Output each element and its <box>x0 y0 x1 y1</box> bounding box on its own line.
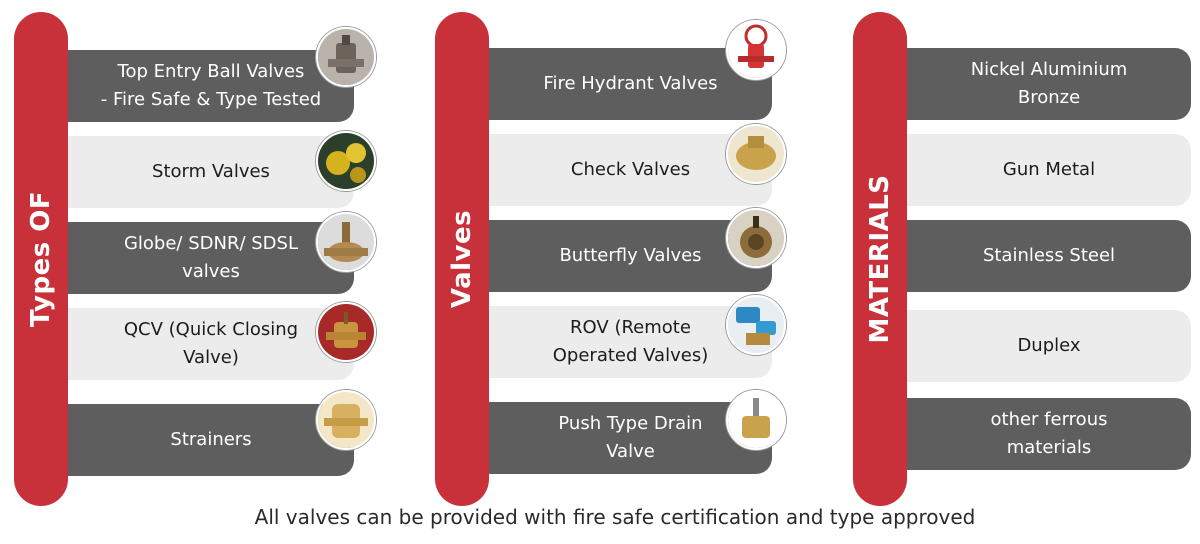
card-label: Gun Metal <box>1002 159 1096 180</box>
card-label: Butterfly Valves <box>559 245 702 266</box>
card-rov: ROV (Remote Operated Valves) <box>489 306 772 378</box>
pill-materials: MATERIALS <box>853 12 907 506</box>
card-globe-valves: Globe/ SDNR/ SDSL valves <box>68 222 354 294</box>
card-label: Strainers <box>170 429 252 450</box>
check-valve-photo-icon <box>726 124 786 184</box>
card-qcv: QCV (Quick Closing Valve) <box>68 308 354 380</box>
butterfly-valve-photo-icon <box>726 208 786 268</box>
pill-valves: Valves <box>435 12 489 506</box>
card-label: Duplex <box>1017 335 1081 356</box>
card-label: other ferrous materials <box>990 409 1108 458</box>
footer-note: All valves can be provided with fire saf… <box>254 505 976 529</box>
card-storm-valves: Storm Valves <box>68 136 354 208</box>
card-fire-hydrant-valves: Fire Hydrant Valves <box>489 48 772 120</box>
card-check-valves: Check Valves <box>489 134 772 206</box>
strainer-photo-icon <box>316 390 376 450</box>
storm-valve-photo-icon <box>316 131 376 191</box>
push-type-drain-valve-photo-icon <box>726 390 786 450</box>
card-label: Nickel Aluminium Bronze <box>970 59 1128 108</box>
card-nickel-aluminium-bronze: Nickel Aluminium Bronze <box>907 48 1191 120</box>
card-label: QCV (Quick Closing Valve) <box>123 319 299 368</box>
card-label: Fire Hydrant Valves <box>543 73 718 94</box>
card-label: Globe/ SDNR/ SDSL valves <box>123 233 299 282</box>
card-push-type-drain-valve: Push Type Drain Valve <box>489 402 772 474</box>
card-label: Storm Valves <box>152 161 270 182</box>
remote-operated-valve-photo-icon <box>726 295 786 355</box>
card-duplex: Duplex <box>907 310 1191 382</box>
top-entry-ball-valve-photo-icon <box>316 27 376 87</box>
card-label: Stainless Steel <box>982 245 1116 266</box>
card-butterfly-valves: Butterfly Valves <box>489 220 772 292</box>
card-label: ROV (Remote Operated Valves) <box>552 317 709 366</box>
quick-closing-valve-photo-icon <box>316 302 376 362</box>
pill-types-of: Types OF <box>14 12 68 506</box>
fire-hydrant-valve-photo-icon <box>726 20 786 80</box>
globe-valve-photo-icon <box>316 212 376 272</box>
card-other-ferrous-materials: other ferrous materials <box>907 398 1191 470</box>
card-label: Check Valves <box>570 159 691 180</box>
card-strainers: Strainers <box>68 404 354 476</box>
column-title: MATERIALS <box>865 174 895 344</box>
card-stainless-steel: Stainless Steel <box>907 220 1191 292</box>
card-top-entry-ball-valves: Top Entry Ball Valves - Fire Safe & Type… <box>68 50 354 122</box>
column-title: Valves <box>447 209 477 309</box>
card-label: Push Type Drain Valve <box>558 413 703 462</box>
column-title: Types OF <box>26 190 56 328</box>
card-gun-metal: Gun Metal <box>907 134 1191 206</box>
card-label: Top Entry Ball Valves - Fire Safe & Type… <box>100 61 322 110</box>
